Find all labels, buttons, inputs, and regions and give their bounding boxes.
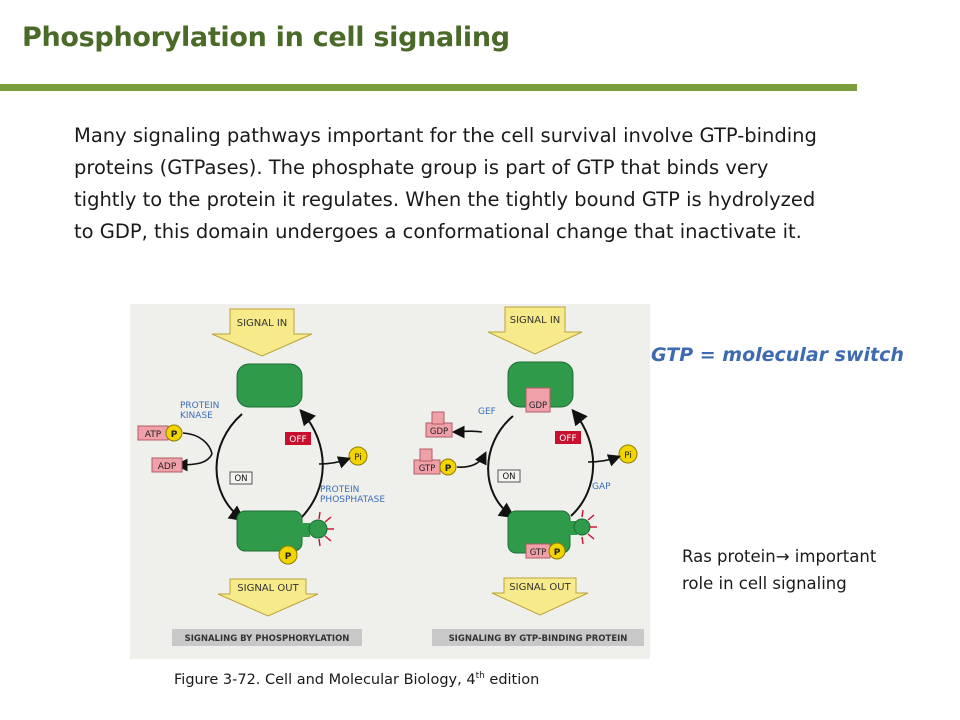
gtp-switch-label: GTP = molecular switch — [651, 344, 904, 366]
signal-in-label-right: SIGNAL IN — [510, 315, 561, 326]
signal-in-arrow-right: SIGNAL IN — [487, 306, 583, 355]
signal-out-arrow-right: SIGNAL OUT — [491, 577, 589, 616]
phosphorylation-panel: SIGNAL IN PROTEIN KINASE PROTEIN PHOSPHA… — [137, 308, 385, 646]
caption-tail: edition — [484, 671, 540, 688]
active-protein-right: GTP P — [507, 509, 597, 560]
pi-release-arrow-right — [587, 454, 621, 467]
phosphatase-arrow — [299, 408, 324, 520]
off-badge-left — [285, 432, 311, 445]
protein-phosphatase-label-2: PHOSPHATASE — [320, 495, 385, 505]
caption-superscript: th — [475, 671, 485, 681]
ras-note-prefix: Ras protein — [682, 547, 776, 566]
signaling-diagram: SIGNAL IN PROTEIN KINASE PROTEIN PHOSPHA… — [137, 306, 644, 646]
free-gdp-label: GDP — [430, 427, 448, 437]
bound-gtp-p-label: P — [554, 548, 561, 558]
pi-label-left: Pi — [354, 453, 362, 463]
protein-kinase-label-2: KINASE — [180, 411, 213, 421]
footer-bar-right — [432, 629, 644, 646]
title-underline — [0, 84, 857, 91]
active-protein-left — [236, 510, 334, 552]
on-label-right: ON — [502, 472, 515, 482]
adp-box — [151, 457, 183, 473]
signal-in-arrow-left: SIGNAL IN — [211, 308, 313, 357]
ras-note-suffix: important role in cell signaling — [682, 547, 877, 593]
right-arrow-icon: → — [775, 547, 790, 566]
gef-arrow — [487, 415, 516, 519]
caption-main: Figure 3-72. Cell and Molecular Biology,… — [174, 671, 476, 688]
bound-gtp-label: GTP — [530, 548, 547, 558]
off-badge-right — [555, 431, 581, 444]
intro-paragraph: Many signaling pathways important for th… — [74, 124, 817, 243]
free-gtp-label: GTP — [419, 464, 436, 474]
bound-phosphate-left — [278, 545, 298, 565]
gtp-binding-panel: SIGNAL IN GDP GEF GAP OFF ON GDP — [413, 306, 644, 646]
signal-out-label-left: SIGNAL OUT — [237, 583, 299, 594]
off-label-right: OFF — [559, 434, 576, 444]
pi-release-arrow-left — [318, 456, 351, 469]
on-label-left: ON — [234, 474, 247, 484]
gap-label: GAP — [592, 482, 611, 492]
on-badge-left — [229, 471, 253, 485]
kinase-arrow — [215, 413, 246, 522]
pi-label-right: Pi — [624, 451, 632, 461]
gdp-label-top: GDP — [529, 401, 547, 411]
gdp-slot-top — [525, 387, 551, 413]
atp-p-label: P — [171, 430, 178, 440]
footer-left: SIGNALING BY PHOSPHORYLATION — [185, 634, 350, 644]
protein-kinase-label-1: PROTEIN — [180, 401, 219, 411]
page-title: Phosphorylation in cell signaling — [22, 22, 510, 53]
footer-right: SIGNALING BY GTP-BINDING PROTEIN — [449, 634, 628, 644]
signal-out-label-right: SIGNAL OUT — [509, 582, 571, 593]
free-gdp: GDP — [425, 411, 453, 438]
signal-in-label-left: SIGNAL IN — [237, 318, 288, 329]
gap-arrow — [570, 408, 595, 517]
signaling-figure: SIGNAL IN PROTEIN KINASE PROTEIN PHOSPHA… — [130, 304, 650, 659]
free-gtp: GTP P — [413, 448, 457, 476]
on-badge-right — [497, 469, 521, 483]
atp-label: ATP — [145, 430, 162, 440]
ras-protein-note: Ras protein→ important role in cell sign… — [682, 543, 912, 597]
bound-p-label-left: P — [285, 552, 292, 562]
adp-label: ADP — [158, 462, 177, 472]
signal-out-arrow-left: SIGNAL OUT — [217, 578, 319, 617]
inactive-protein-left — [236, 363, 303, 408]
gef-label: GEF — [478, 407, 496, 417]
atp-phosphate — [165, 424, 183, 442]
protein-phosphatase-label-1: PROTEIN — [320, 485, 359, 495]
gdp-release-arrow — [451, 425, 483, 439]
footer-bar-left — [172, 629, 362, 646]
gtp-bind-arrow — [456, 451, 487, 468]
off-label-left: OFF — [289, 435, 306, 445]
free-gtp-p-label: P — [445, 464, 452, 474]
pi-right — [618, 444, 638, 464]
atp-input-arrow — [182, 432, 213, 455]
adp-output-arrow — [174, 453, 213, 472]
pi-left — [348, 446, 368, 466]
figure-caption: Figure 3-72. Cell and Molecular Biology,… — [174, 671, 539, 688]
